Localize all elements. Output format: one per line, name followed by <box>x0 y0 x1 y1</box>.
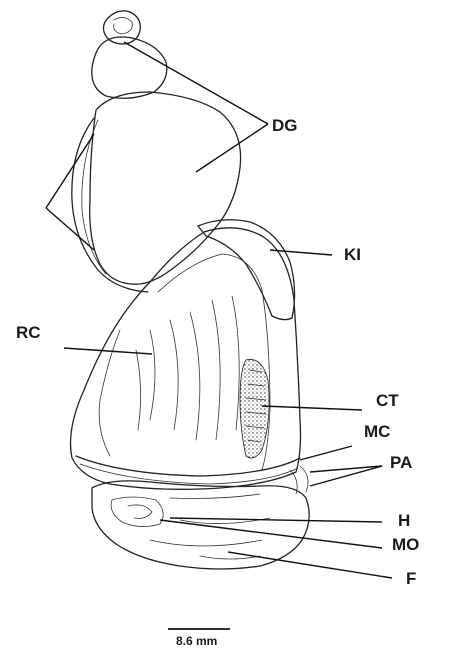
label-dg: DG <box>272 116 298 135</box>
label-ct: CT <box>376 391 399 410</box>
label-mc: MC <box>364 422 390 441</box>
label-f: F <box>406 569 416 588</box>
scale-bar: 8.6 mm <box>168 629 230 648</box>
kidney <box>198 220 295 320</box>
ctenidium <box>240 359 269 458</box>
rectal-body <box>71 228 301 490</box>
head-foot <box>92 466 309 569</box>
digestive-gland <box>72 11 241 292</box>
labels: DG KI RC CT MC PA H MO F <box>16 116 419 588</box>
label-mo: MO <box>392 535 419 554</box>
scale-bar-text: 8.6 mm <box>176 634 217 648</box>
label-h: H <box>398 511 410 530</box>
label-pa: PA <box>390 453 412 472</box>
label-rc: RC <box>16 323 41 342</box>
label-ki: KI <box>344 245 361 264</box>
